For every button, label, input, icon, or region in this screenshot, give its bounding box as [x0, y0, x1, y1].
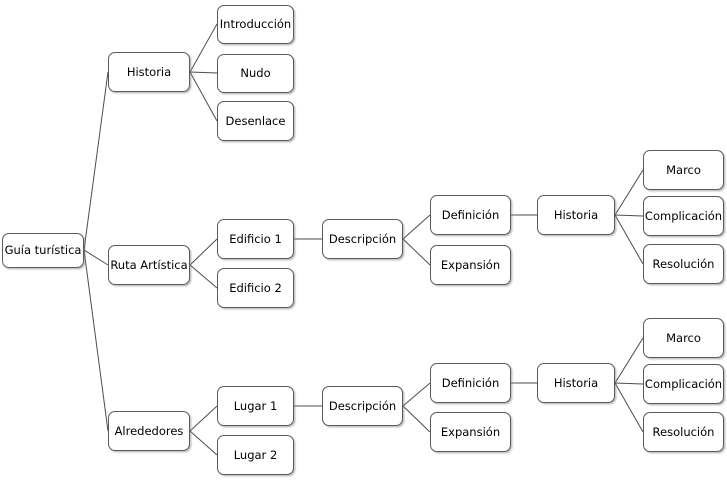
node-label: Ruta Artística [110, 257, 188, 272]
edge-root-to-alrededores [83, 249, 109, 432]
node-historia2[interactable]: Historia [537, 195, 615, 235]
node-label: Edificio 2 [229, 280, 282, 295]
node-root[interactable]: Guía turística [2, 233, 84, 268]
edge-descr2-to-defin2 [402, 382, 431, 407]
node-label: Complicación [644, 208, 723, 223]
node-label: Expansión [440, 257, 501, 272]
node-label: Lugar 1 [233, 398, 278, 413]
edge-ruta-to-edificio1 [189, 238, 218, 266]
node-label: Descripción [328, 231, 397, 246]
edge-root-to-historia1 [83, 71, 109, 251]
edge-historia1-to-introduccion [189, 23, 218, 73]
node-compl2[interactable]: Complicación [643, 364, 724, 404]
edge-historia1-to-desenlace [189, 71, 218, 122]
node-historia1[interactable]: Historia [108, 52, 190, 92]
edge-historia3-to-compl2 [614, 382, 644, 385]
node-label: Desenlace [225, 113, 286, 128]
node-nudo[interactable]: Nudo [217, 54, 294, 93]
node-desenlace[interactable]: Desenlace [217, 101, 294, 141]
edge-descr1-to-defin1 [402, 214, 431, 240]
edge-historia3-to-resol2 [614, 382, 644, 433]
node-label: Marco [666, 330, 701, 345]
node-defin2[interactable]: Definición [430, 363, 511, 403]
node-introduccion[interactable]: Introducción [217, 5, 294, 44]
edge-historia2-to-marco1 [614, 169, 644, 216]
node-resol1[interactable]: Resolución [643, 244, 724, 284]
edge-historia2-to-compl1 [614, 214, 644, 217]
node-lugar1[interactable]: Lugar 1 [217, 386, 294, 426]
node-label: Resolución [652, 424, 715, 439]
node-defin1[interactable]: Definición [430, 195, 511, 235]
node-descr1[interactable]: Descripción [322, 219, 403, 259]
node-compl1[interactable]: Complicación [643, 196, 724, 236]
edge-historia1-to-nudo [189, 71, 218, 74]
node-marco1[interactable]: Marco [643, 150, 724, 190]
edge-historia2-to-resol1 [614, 214, 644, 265]
node-label: Resolución [652, 256, 715, 271]
node-label: Complicación [644, 376, 723, 391]
edge-historia3-to-marco2 [614, 337, 644, 384]
node-label: Introducción [219, 17, 292, 32]
node-ruta[interactable]: Ruta Artística [108, 245, 190, 285]
node-expan1[interactable]: Expansión [430, 245, 511, 285]
node-label: Historia [553, 375, 599, 390]
node-label: Descripción [328, 398, 397, 413]
node-label: Lugar 2 [233, 447, 278, 462]
node-label: Guía turística [4, 243, 82, 258]
edge-descr1-to-expan1 [402, 238, 431, 266]
edge-descr2-to-expan2 [402, 405, 431, 433]
node-edificio1[interactable]: Edificio 1 [217, 219, 294, 259]
edge-root-to-ruta [83, 249, 109, 266]
node-label: Edificio 1 [229, 231, 282, 246]
node-lugar2[interactable]: Lugar 2 [217, 435, 294, 475]
edge-ruta-to-edificio2 [189, 264, 218, 289]
node-expan2[interactable]: Expansión [430, 412, 511, 452]
node-label: Historia [553, 207, 599, 222]
node-label: Definición [441, 207, 500, 222]
node-marco2[interactable]: Marco [643, 318, 724, 358]
edge-alrededores-to-lugar1 [189, 405, 218, 432]
node-label: Nudo [240, 66, 271, 81]
node-label: Expansión [440, 424, 501, 439]
node-label: Alrededores [114, 423, 184, 438]
node-descr2[interactable]: Descripción [322, 386, 403, 426]
node-label: Definición [441, 375, 500, 390]
node-alrededores[interactable]: Alrededores [108, 411, 190, 451]
node-label: Marco [666, 162, 701, 177]
node-resol2[interactable]: Resolución [643, 412, 724, 452]
node-historia3[interactable]: Historia [537, 363, 615, 403]
node-edificio2[interactable]: Edificio 2 [217, 268, 294, 308]
edge-alrededores-to-lugar2 [189, 430, 218, 456]
node-label: Historia [126, 64, 172, 79]
